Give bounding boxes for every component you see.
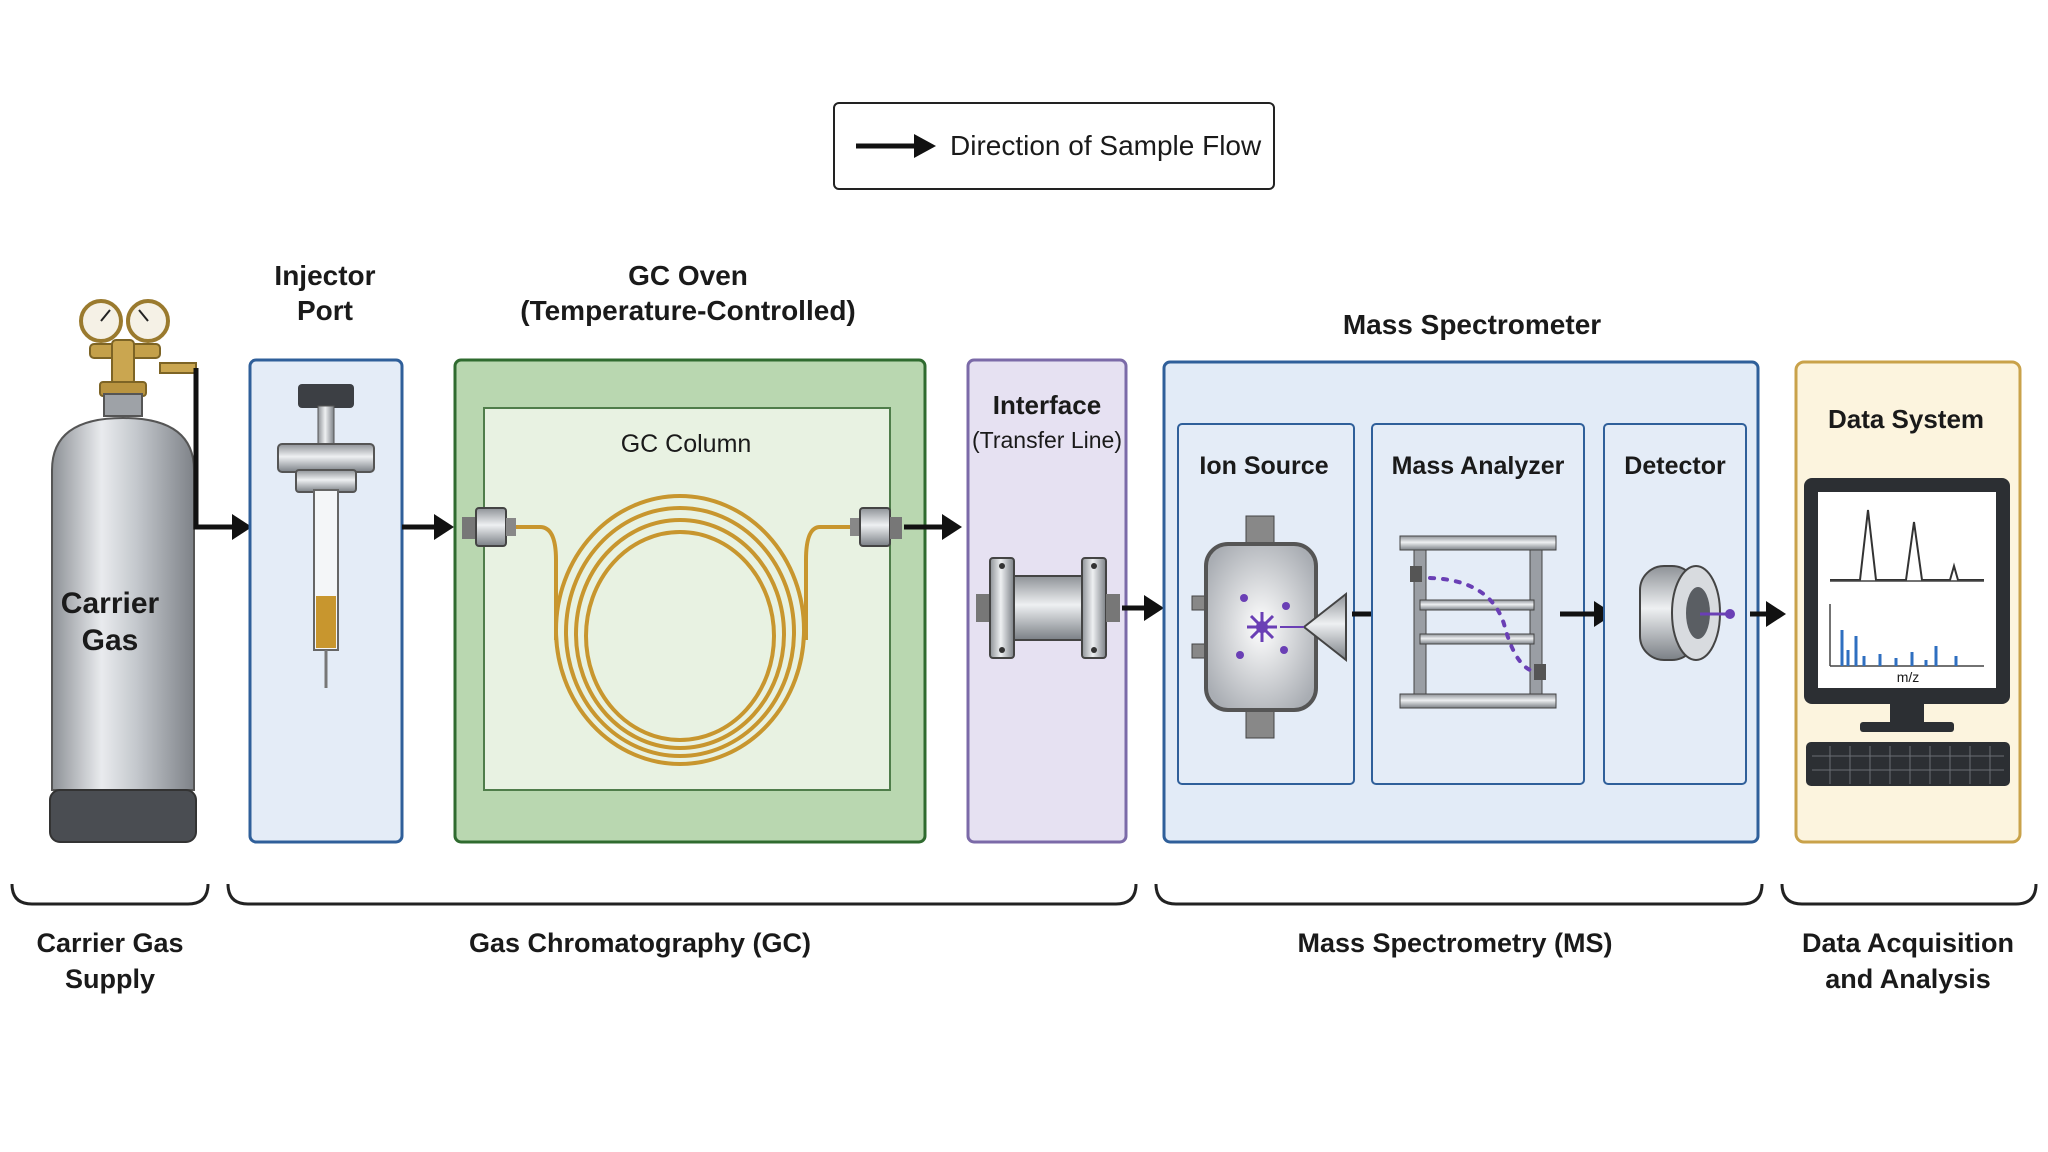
section-supply-line2: Supply xyxy=(65,964,155,994)
oven-title-line2: (Temperature-Controlled) xyxy=(520,295,856,326)
bracket-daq xyxy=(1780,883,2038,906)
cylinder-label-line2: Gas xyxy=(82,624,139,657)
detector-icon xyxy=(1639,565,1735,661)
section-daq-line2: and Analysis xyxy=(1825,964,1991,994)
gc-column-label: GC Column xyxy=(621,430,752,458)
data-system-title: Data System xyxy=(1828,404,1984,434)
interface-title-line2: (Transfer Line) xyxy=(972,427,1122,453)
injector-port-panel: Injector Port xyxy=(248,260,404,844)
section-ms: Mass Spectrometry (MS) xyxy=(1297,928,1612,958)
detector-label: Detector xyxy=(1624,452,1726,480)
flow-arrow-gas-line xyxy=(193,368,240,530)
ion-source-chamber-icon xyxy=(1191,515,1347,739)
bracket-supply xyxy=(10,883,210,906)
ion-source-label: Ion Source xyxy=(1199,452,1328,480)
data-system-panel: Data System m/z xyxy=(1794,360,2022,844)
injector-title-line2: Port xyxy=(297,295,353,326)
column-fitting-left-icon xyxy=(462,507,516,547)
carrier-gas-cylinder: Carrier Gas xyxy=(49,299,197,843)
transfer-line-icon xyxy=(976,557,1120,659)
column-fitting-right-icon xyxy=(850,507,902,547)
interface-title-line1: Interface xyxy=(993,390,1101,420)
spectrum-axis-label: m/z xyxy=(1897,669,1920,685)
gc-column-coil-icon xyxy=(510,494,850,766)
section-daq-line1: Data Acquisition xyxy=(1802,928,2014,958)
legend: Direction of Sample Flow xyxy=(833,102,1275,190)
injector-title-line1: Injector xyxy=(274,260,375,291)
section-supply-line1: Carrier Gas xyxy=(36,928,183,958)
oven-title-line1: GC Oven xyxy=(628,260,748,291)
legend-label: Direction of Sample Flow xyxy=(950,130,1262,161)
bracket-gc xyxy=(226,883,1138,906)
gc-oven-panel: GC Oven (Temperature-Controlled) GC Colu… xyxy=(453,260,927,844)
cylinder-label-line1: Carrier xyxy=(61,587,160,620)
section-labels: Carrier Gas Supply Gas Chromatography (G… xyxy=(36,928,2014,994)
mass-spectrometer-panel: Mass Spectrometer Ion Source xyxy=(1162,309,1760,844)
section-gc: Gas Chromatography (GC) xyxy=(469,928,811,958)
section-brackets xyxy=(10,883,2038,906)
syringe-icon xyxy=(277,384,375,688)
bracket-ms xyxy=(1154,883,1764,906)
ms-title: Mass Spectrometer xyxy=(1343,309,1601,340)
keyboard-icon xyxy=(1806,742,2010,786)
interface-panel: Interface (Transfer Line) xyxy=(966,358,1128,844)
pressure-gauge-icon xyxy=(79,299,170,343)
mass-analyzer-label: Mass Analyzer xyxy=(1392,452,1565,480)
computer-monitor-icon: m/z xyxy=(1804,478,2010,732)
quadrupole-icon xyxy=(1399,535,1557,709)
